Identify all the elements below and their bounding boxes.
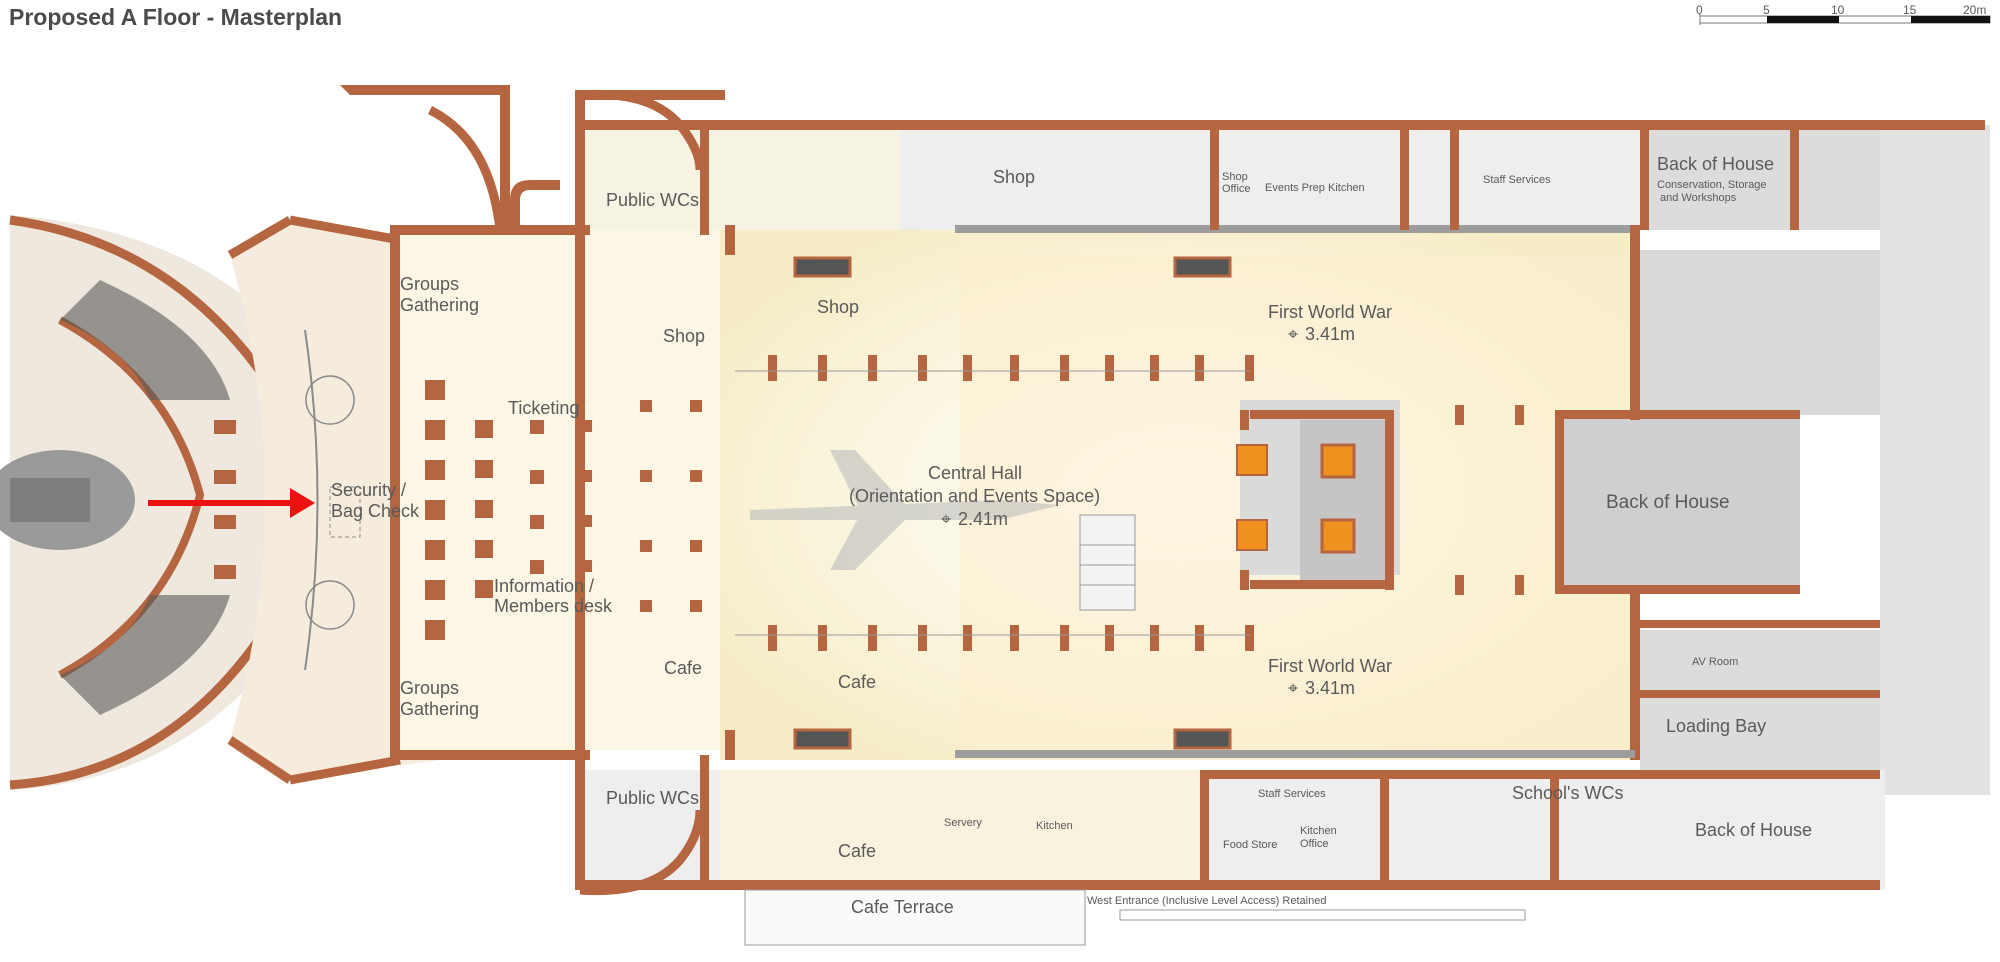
aircraft-silhouette [750, 450, 1060, 570]
scale-tick-0: 0 [1696, 3, 1703, 17]
central-hall-label-1: Central Hall [928, 463, 1022, 483]
groups-gathering-top-label-2: Gathering [400, 295, 479, 315]
lift-core [1079, 420, 1385, 611]
scale-tick-15: 15 [1903, 3, 1917, 17]
groups-gathering-bottom-label-1: Groups [400, 678, 459, 698]
cafe-terrace-area [744, 889, 1526, 946]
back-of-house-mid-label: Back of House [1606, 492, 1730, 513]
display-cases [793, 256, 1232, 750]
staff-services-bottom-label: Staff Services [1258, 788, 1326, 800]
schools-wcs-label: School's WCs [1512, 783, 1623, 803]
info-desk-label-2: Members desk [494, 596, 613, 616]
central-hall-label-2: (Orientation and Events Space) [849, 486, 1100, 506]
groups-gathering-bottom-label-2: Gathering [400, 699, 479, 719]
shop-office-label-2: Office [1222, 183, 1251, 195]
shop-center-label: Shop [817, 297, 859, 317]
public-wcs-top-label: Public WCs [606, 190, 699, 210]
shop-top-label: Shop [993, 167, 1035, 187]
av-room-label: AV Room [1692, 656, 1738, 668]
conservation-label-2: and Workshops [1660, 192, 1737, 204]
back-of-house-bottom-label: Back of House [1695, 820, 1812, 840]
scale-tick-10: 10 [1831, 3, 1845, 17]
fww-top-level-label: 3.41m [1305, 324, 1355, 344]
level-symbol-hall: ⌖ [941, 509, 951, 529]
central-hall-level-label: 2.41m [958, 509, 1008, 529]
level-symbol-bottom: ⌖ [1288, 678, 1298, 698]
scale-bar: 0 5 10 15 20m [1696, 3, 1991, 25]
conservation-label-1: Conservation, Storage [1657, 179, 1766, 191]
cafe-mid-label: Cafe [838, 672, 876, 692]
ticketing-label: Ticketing [508, 398, 579, 418]
info-desk-label-1: Information / [494, 576, 594, 596]
fww-bottom-label: First World War [1268, 656, 1392, 676]
cafe-small-label: Cafe [664, 658, 702, 678]
kitchen-office-label-2: Office [1300, 838, 1329, 850]
public-wcs-bottom-label: Public WCs [606, 788, 699, 808]
scale-tick-20m: 20m [1963, 3, 1986, 17]
west-entrance-label: West Entrance (Inclusive Level Access) R… [1087, 895, 1326, 907]
columns [425, 355, 1524, 651]
groups-gathering-top-label-1: Groups [400, 274, 459, 294]
room-labels: Public WCs Shop Shop Office Events Prep … [331, 154, 1812, 917]
walls [340, 85, 1985, 896]
scale-tick-5: 5 [1763, 3, 1770, 17]
events-prep-kitchen-label: Events Prep Kitchen [1265, 182, 1365, 194]
page-title: Proposed A Floor - Masterplan [9, 4, 343, 30]
building-floor [395, 125, 1990, 890]
fww-bottom-level-label: 3.41m [1305, 678, 1355, 698]
food-store-label: Food Store [1223, 839, 1277, 851]
fww-top-label: First World War [1268, 302, 1392, 322]
security-label-1: Security / [331, 480, 406, 500]
shop-small-label: Shop [663, 326, 705, 346]
cafe-bottom-label: Cafe [838, 841, 876, 861]
kitchen-label: Kitchen [1036, 820, 1073, 832]
security-label-2: Bag Check [331, 501, 420, 521]
level-symbol-top: ⌖ [1288, 324, 1298, 344]
kitchen-office-label-1: Kitchen [1300, 825, 1337, 837]
shop-office-label-1: Shop [1222, 171, 1248, 183]
loading-bay-label: Loading Bay [1666, 716, 1766, 736]
servery-label: Servery [944, 817, 982, 829]
entrance-arrow [148, 488, 315, 518]
back-of-house-top-label: Back of House [1657, 154, 1774, 174]
cafe-terrace-label: Cafe Terrace [851, 897, 954, 917]
staff-services-top-label: Staff Services [1483, 174, 1551, 186]
